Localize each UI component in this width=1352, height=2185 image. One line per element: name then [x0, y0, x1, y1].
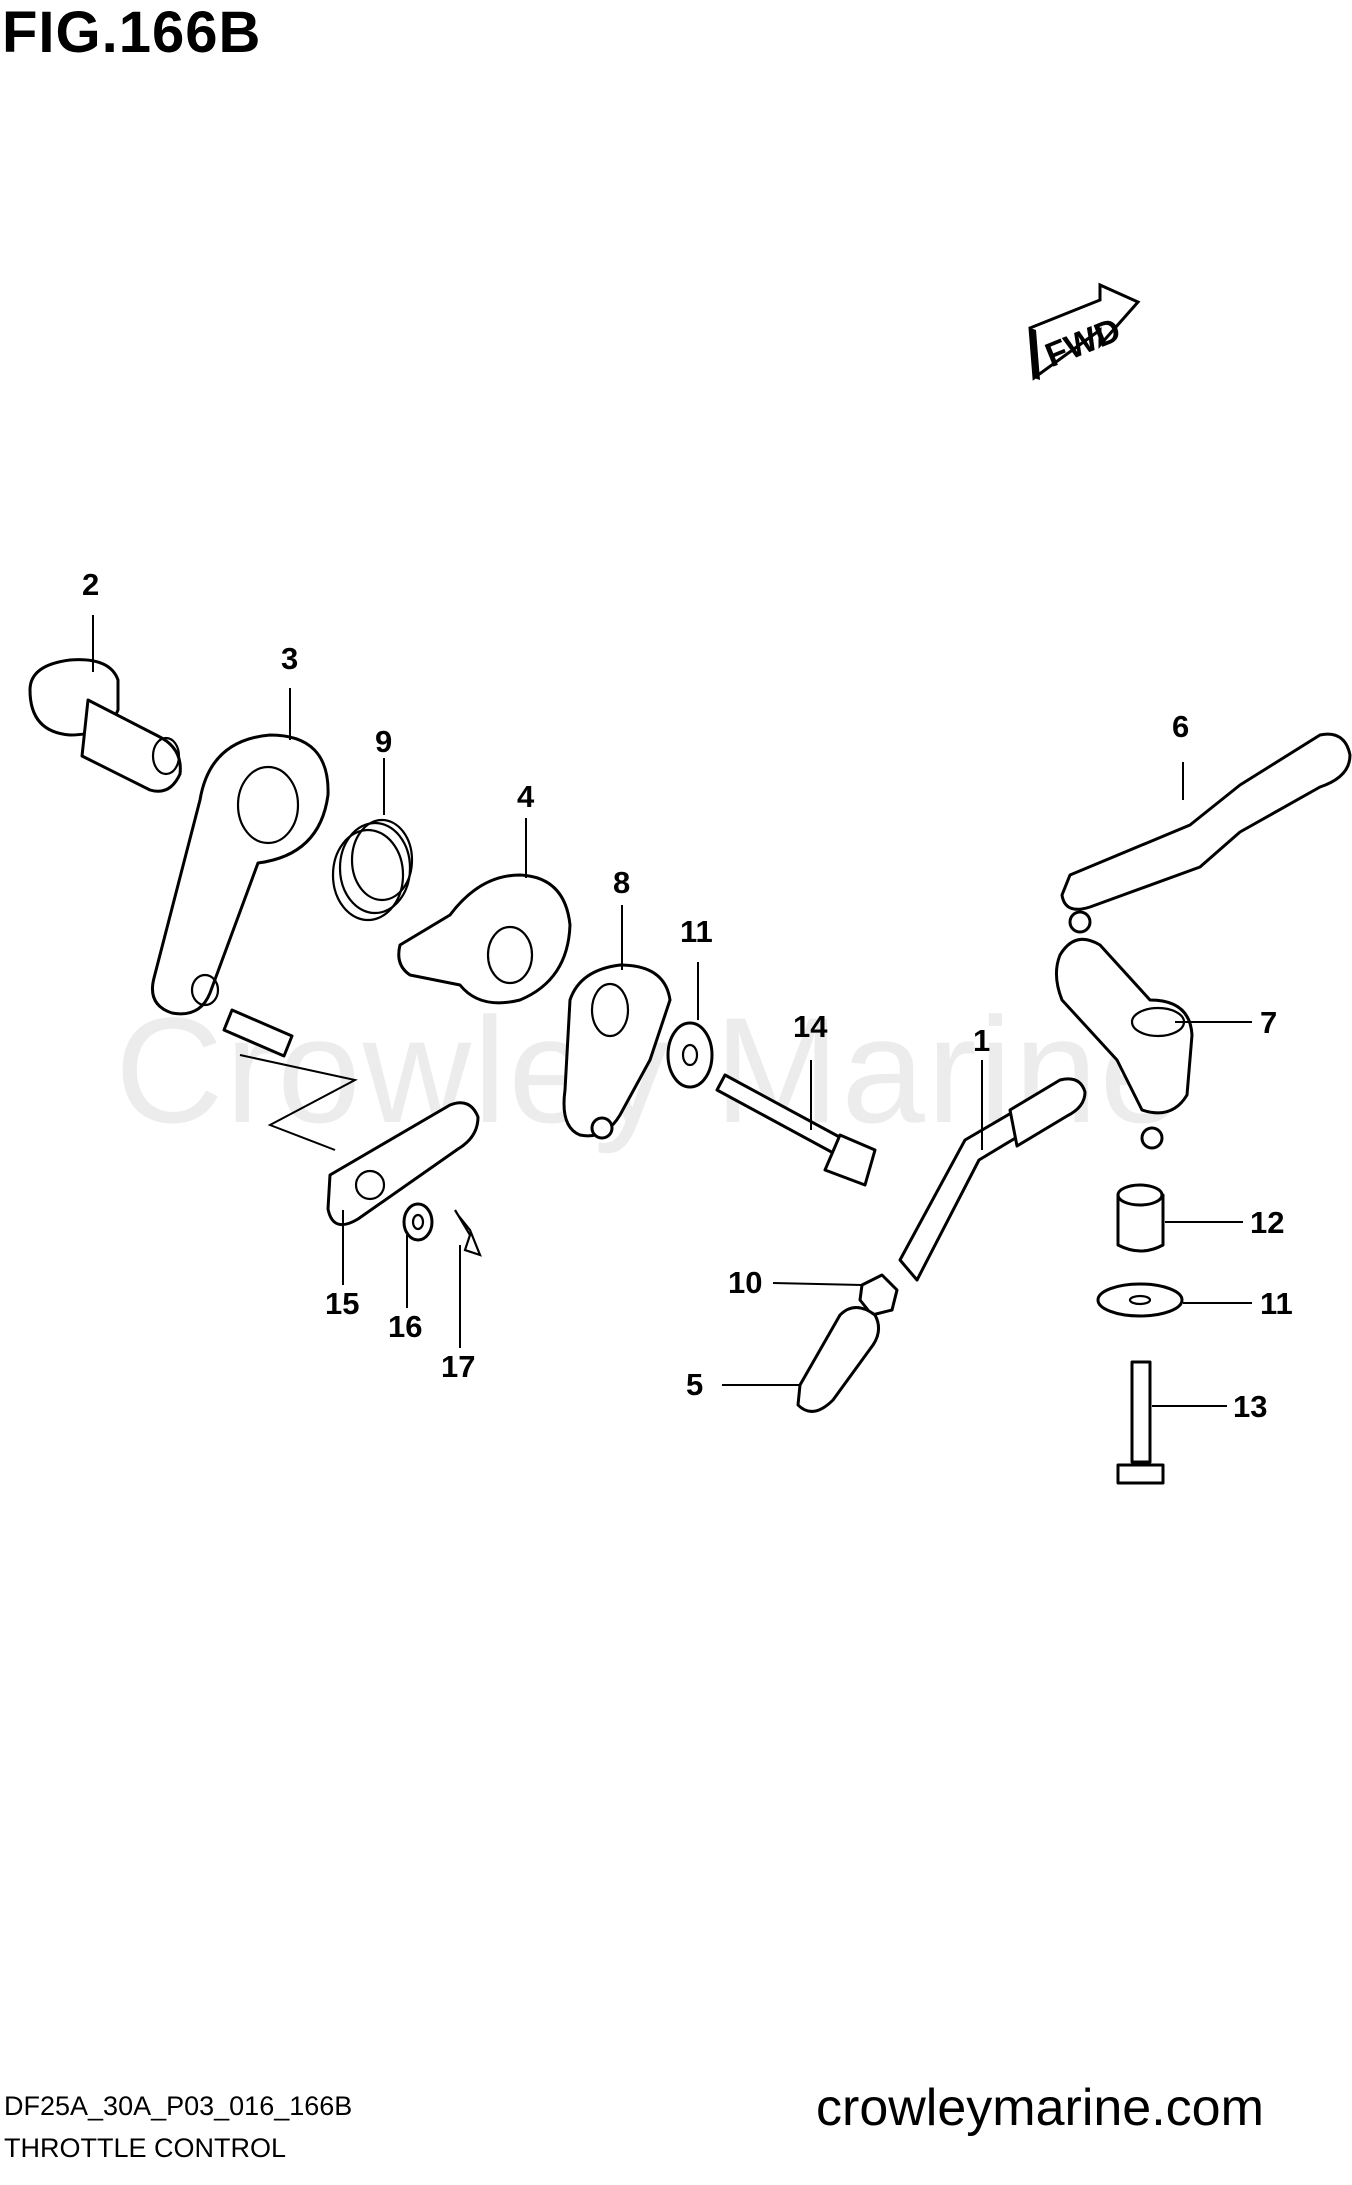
callout-12: 12: [1250, 1205, 1285, 1240]
part-2-bushing: [28, 658, 182, 793]
callout-5: 5: [686, 1367, 704, 1402]
leader-lines: [92, 615, 1252, 1407]
website-link[interactable]: crowleymarine.com: [816, 2079, 1264, 2137]
callout-2: 2: [82, 567, 100, 602]
callout-13: 13: [1233, 1389, 1268, 1424]
callout-8: 8: [613, 865, 631, 900]
part-17-clip: [454, 1209, 482, 1257]
part-9-spring: [331, 818, 414, 922]
part-14-bolt: [715, 1073, 877, 1187]
part-1-rod: [898, 1077, 1087, 1282]
part-5-joint: [796, 1306, 880, 1413]
part-6-link-arm: [1060, 732, 1352, 911]
part-11-washer-upper: [666, 1021, 714, 1089]
drawing-code: DF25A_30A_P03_016_166B: [4, 2091, 353, 2121]
callout-17: 17: [441, 1349, 476, 1384]
part-12-collar: [1116, 1183, 1165, 1253]
part-13-bolt: [1116, 1360, 1165, 1485]
part-15-small-lever: [326, 1101, 480, 1227]
part-7-ball-lever: [1055, 910, 1194, 1150]
figure-title: FIG.166B: [2, 0, 262, 65]
drawing-name: THROTTLE CONTROL: [4, 2133, 287, 2163]
callout-4: 4: [517, 779, 535, 814]
fwd-arrow-icon: FWD: [1028, 282, 1141, 381]
callout-1: 1: [973, 1023, 991, 1058]
callout-15: 15: [325, 1286, 360, 1321]
callout-6: 6: [1172, 709, 1190, 744]
pin-and-link: [222, 1008, 358, 1151]
callout-7: 7: [1260, 1005, 1278, 1040]
part-3-lever: [151, 733, 330, 1016]
part-8-bracket: [562, 963, 672, 1140]
part-4-cam: [397, 873, 572, 1005]
callout-11b: 11: [1260, 1286, 1293, 1321]
callout-10: 10: [728, 1265, 763, 1300]
callout-3: 3: [281, 641, 299, 676]
callout-11a: 11: [680, 914, 713, 949]
callout-14: 14: [793, 1009, 828, 1044]
callout-16: 16: [388, 1309, 423, 1344]
callout-9: 9: [375, 724, 393, 759]
part-10-nut: [858, 1273, 899, 1317]
part-11-washer-lower: [1096, 1282, 1184, 1318]
part-16-washer: [402, 1202, 434, 1242]
